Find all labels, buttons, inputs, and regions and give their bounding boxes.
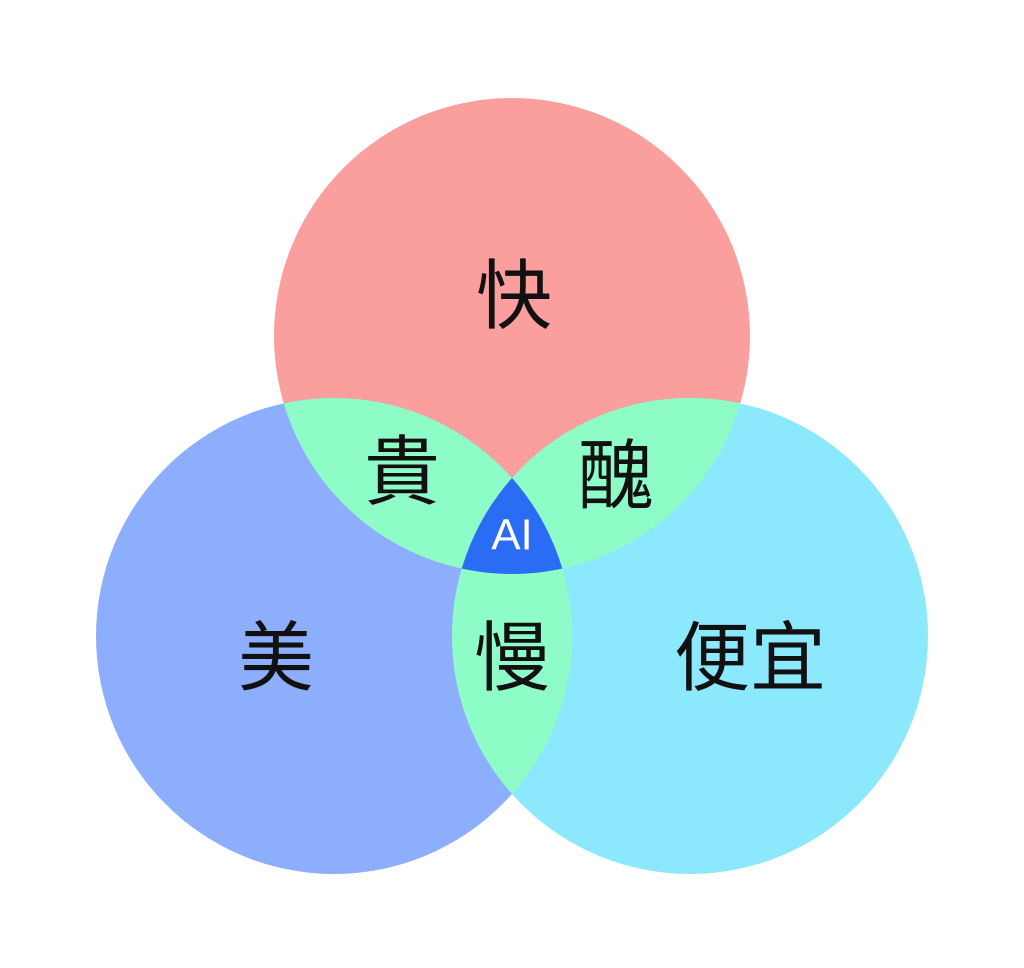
- top-circle-label: 快: [476, 252, 552, 341]
- top-right-overlap-label: 醜: [578, 432, 654, 521]
- right-circle-label: 便宜: [674, 614, 826, 703]
- top-left-overlap: [274, 398, 572, 574]
- left-right-overlap-label: 慢: [474, 614, 550, 703]
- left-circle-label: 美: [238, 614, 314, 703]
- center-overlap-label: AI: [491, 511, 533, 560]
- top-left-overlap-label: 貴: [364, 428, 440, 517]
- top-right-overlap: [452, 398, 750, 574]
